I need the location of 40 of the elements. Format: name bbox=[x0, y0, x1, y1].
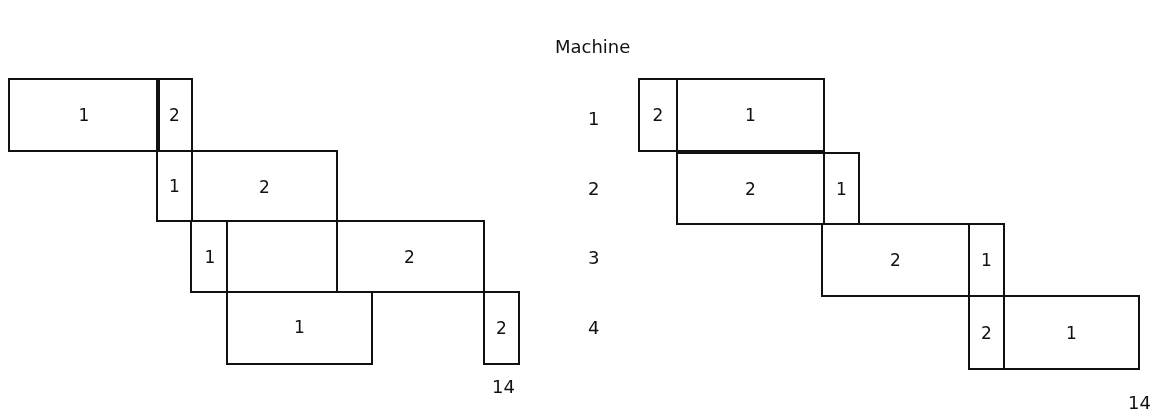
job-number: 2 bbox=[745, 178, 756, 199]
job-number: 2 bbox=[652, 105, 664, 125]
job-number: 2 bbox=[981, 322, 992, 343]
schedule-bar bbox=[823, 152, 860, 225]
schedule-bar bbox=[1003, 295, 1140, 370]
empty-schedule-bar bbox=[226, 220, 338, 293]
time-value: 14 bbox=[492, 376, 515, 397]
schedule-bar bbox=[191, 150, 338, 222]
machine-number: 4 bbox=[588, 317, 600, 338]
machine-number: 3 bbox=[588, 247, 600, 268]
job-number: 2 bbox=[169, 105, 180, 125]
job-number: 1 bbox=[78, 105, 90, 125]
job-number: 1 bbox=[745, 105, 756, 125]
job-number: 2 bbox=[496, 318, 507, 338]
job-number: 1 bbox=[169, 176, 180, 196]
job-number: 2 bbox=[259, 177, 270, 197]
time-value: 14 bbox=[1128, 392, 1151, 413]
schedule-bar bbox=[483, 291, 520, 365]
column-heading: Machine bbox=[555, 36, 631, 57]
job-number: 1 bbox=[1066, 322, 1077, 343]
schedule-bar bbox=[156, 150, 193, 222]
schedule-bar bbox=[8, 78, 160, 152]
schedule-bar bbox=[676, 78, 825, 152]
job-number: 1 bbox=[981, 250, 992, 270]
schedule-bar bbox=[190, 220, 228, 293]
machine-number: 2 bbox=[588, 178, 600, 199]
schedule-bar bbox=[638, 78, 678, 152]
job-number: 2 bbox=[404, 246, 415, 267]
schedule-bar bbox=[821, 223, 970, 297]
schedule-bar bbox=[676, 152, 825, 225]
schedule-bar bbox=[156, 78, 193, 152]
schedule-bar bbox=[226, 291, 373, 365]
job-number: 1 bbox=[294, 317, 305, 337]
schedule-bar bbox=[336, 220, 485, 293]
job-number: 1 bbox=[204, 246, 216, 267]
job-number: 2 bbox=[890, 250, 901, 270]
schedule-bar bbox=[968, 295, 1005, 370]
machine-number: 1 bbox=[588, 108, 600, 129]
schedule-bar bbox=[968, 223, 1005, 297]
job-number: 1 bbox=[836, 178, 847, 199]
